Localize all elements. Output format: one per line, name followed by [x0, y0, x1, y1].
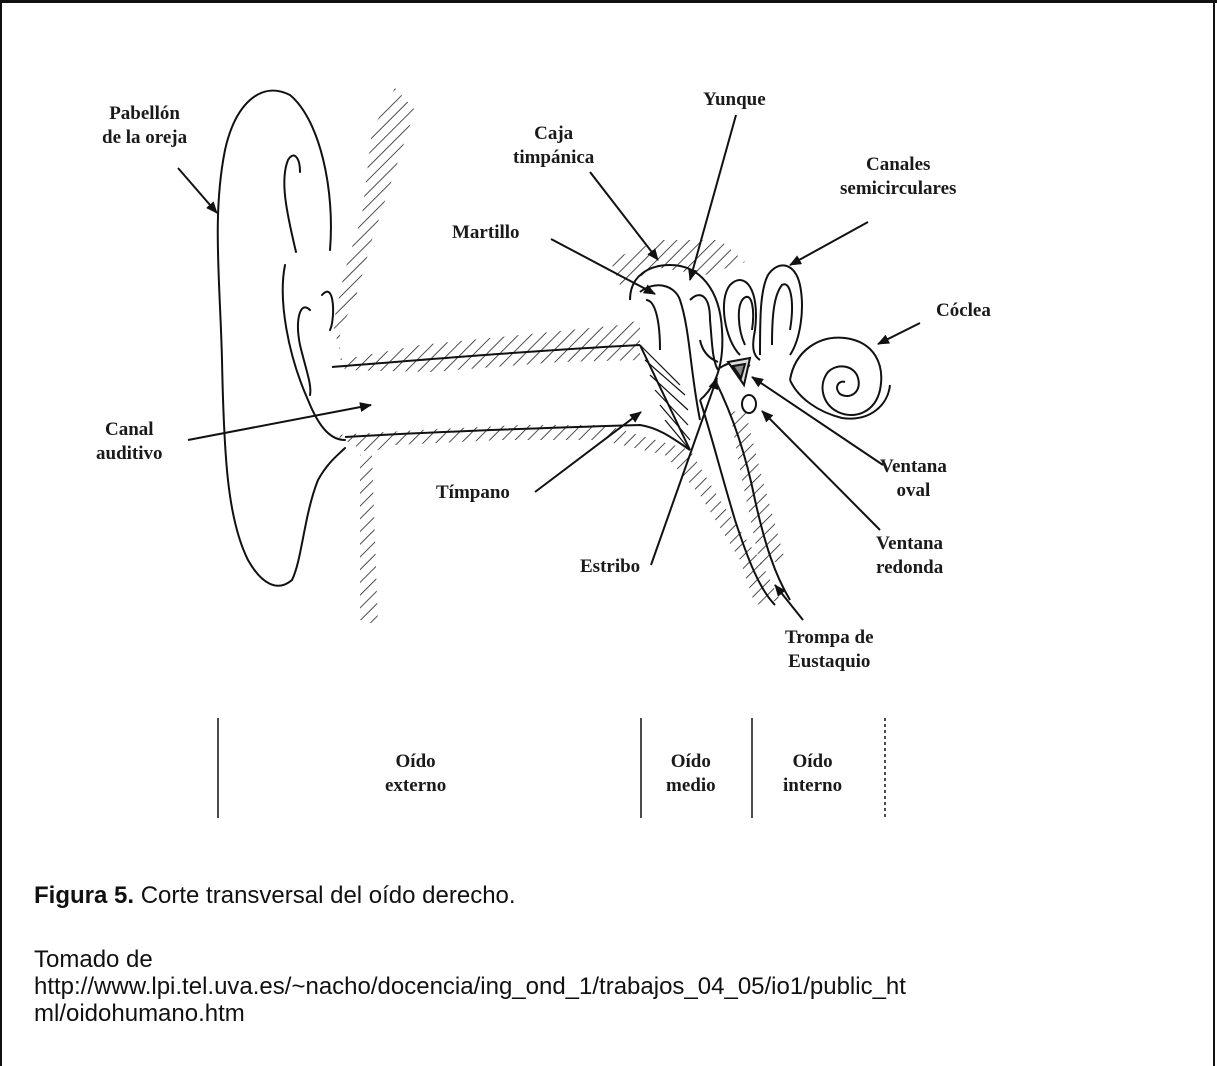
section-interno-line2: interno	[783, 774, 842, 798]
arrow-caja	[590, 172, 658, 260]
label-ventana-redonda-line2: redonda	[876, 556, 943, 580]
label-ventana-redonda-line1: Ventana	[876, 532, 943, 556]
section-medio-line1: Oído	[666, 750, 716, 774]
arrow-trompa	[775, 585, 803, 620]
label-canal-line2: auditivo	[96, 442, 163, 466]
label-martillo: Martillo	[452, 221, 520, 245]
label-trompa-line1: Trompa de	[785, 626, 874, 650]
figure-title: Corte transversal del oído derecho.	[134, 882, 516, 909]
source-url-line2: ml/oidohumano.htm	[34, 1000, 906, 1027]
label-martillo-line1: Martillo	[452, 221, 520, 245]
label-ventana-redonda: Ventana redonda	[876, 532, 943, 580]
label-canales-semicirculares: Canales semicirculares	[840, 153, 956, 201]
label-caja-line2: timpánica	[513, 146, 594, 170]
label-ventana-oval: Ventana oval	[880, 455, 947, 503]
figure-caption: Figura 5. Corte transversal del oído der…	[34, 882, 516, 909]
arrow-coclea	[878, 323, 920, 344]
label-pabellon: Pabellón de la oreja	[102, 102, 187, 150]
semicircular-canals	[724, 265, 802, 360]
label-trompa-line2: Eustaquio	[785, 650, 874, 674]
label-coclea-line1: Cóclea	[936, 299, 991, 323]
section-oido-interno: Oído interno	[783, 750, 842, 798]
arrow-ventana-redonda	[762, 411, 880, 530]
label-caja-timpanica: Caja timpánica	[513, 122, 594, 170]
label-ventana-oval-line1: Ventana	[880, 455, 947, 479]
figure-number: Figura 5.	[34, 882, 134, 909]
pinna-outline	[218, 91, 345, 586]
label-ventana-oval-line2: oval	[880, 479, 947, 503]
label-yunque-line1: Yunque	[703, 88, 766, 112]
label-canal-auditivo: Canal auditivo	[96, 418, 163, 466]
arrow-pabellon	[178, 168, 217, 213]
arrow-timpano	[535, 412, 641, 492]
label-pabellon-line2: de la oreja	[102, 126, 187, 150]
label-arrows	[178, 115, 920, 620]
section-externo-line1: Oído	[385, 750, 446, 774]
label-canales-line1: Canales	[840, 153, 956, 177]
label-timpano-line1: Tímpano	[436, 481, 510, 505]
label-trompa-eustaquio: Trompa de Eustaquio	[785, 626, 874, 674]
arrow-canales	[790, 222, 868, 265]
label-estribo-line1: Estribo	[580, 555, 640, 579]
label-caja-line1: Caja	[513, 122, 594, 146]
section-interno-line1: Oído	[783, 750, 842, 774]
label-pabellon-line1: Pabellón	[102, 102, 187, 126]
windows-outline	[728, 358, 756, 413]
section-externo-line2: externo	[385, 774, 446, 798]
label-yunque: Yunque	[703, 88, 766, 112]
source-attribution: Tomado de http://www.lpi.tel.uva.es/~nac…	[34, 946, 906, 1027]
section-medio-line2: medio	[666, 774, 716, 798]
source-url-line1: http://www.lpi.tel.uva.es/~nacho/docenci…	[34, 973, 906, 1000]
section-oido-externo: Oído externo	[385, 750, 446, 798]
label-coclea: Cóclea	[936, 299, 991, 323]
label-canales-line2: semicirculares	[840, 177, 956, 201]
cochlea-spiral	[790, 338, 890, 419]
source-prefix: Tomado de	[34, 946, 906, 973]
label-timpano: Tímpano	[436, 481, 510, 505]
label-canal-line1: Canal	[96, 418, 163, 442]
label-estribo: Estribo	[580, 555, 640, 579]
section-oido-medio: Oído medio	[666, 750, 716, 798]
